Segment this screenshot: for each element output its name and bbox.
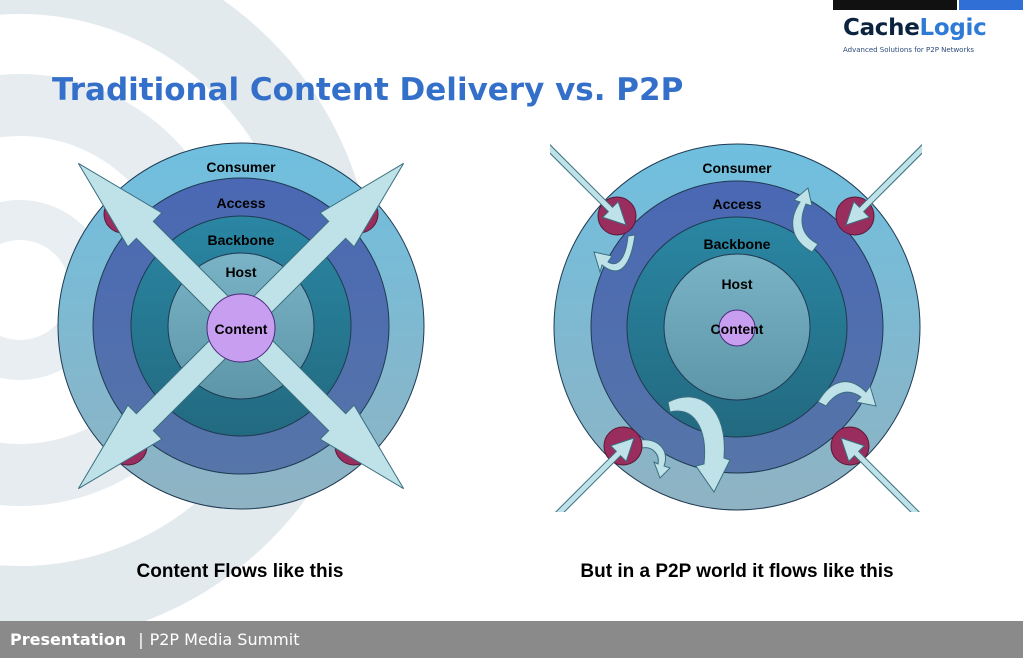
traditional-delivery-diagram: Consumer Access Backbone Host Content [57, 142, 425, 510]
thin-flow-arrow [845, 140, 922, 226]
footer-label: Presentation [10, 630, 127, 649]
label-consumer: Consumer [702, 160, 772, 176]
cachelogic-logo: CacheLogic [843, 15, 987, 41]
top-bar-blue [959, 0, 1023, 10]
slide-title: Traditional Content Delivery vs. P2P [52, 72, 684, 108]
label-consumer: Consumer [206, 159, 276, 175]
curved-flow-arrow [639, 439, 671, 479]
curved-flow-arrow [667, 396, 731, 493]
footer-event: P2P Media Summit [149, 630, 300, 649]
footer-bar: Presentation | P2P Media Summit [0, 621, 1023, 658]
content-node [206, 293, 276, 363]
footer-separator: | [138, 630, 144, 649]
label-content: Content [711, 321, 764, 337]
label-access: Access [216, 195, 265, 211]
label-access: Access [712, 196, 761, 212]
label-host: Host [721, 276, 752, 292]
curved-flow-arrow [817, 381, 877, 407]
thin-flow-arrow [840, 437, 922, 512]
logo-text-cache: Cache [843, 15, 920, 41]
curved-flow-arrow [593, 234, 636, 274]
p2p-delivery-diagram: Consumer Access Backbone Host Content [550, 140, 922, 512]
label-host: Host [225, 264, 256, 280]
label-content: Content [215, 321, 268, 337]
curved-flow-arrow [792, 187, 819, 253]
caption-p2p: But in a P2P world it flows like this [580, 561, 894, 582]
logo-text-logic: Logic [919, 15, 987, 41]
caption-traditional: Content Flows like this [136, 561, 344, 582]
label-backbone: Backbone [208, 232, 275, 248]
thin-flow-arrow [550, 437, 635, 512]
top-bar-black [833, 0, 957, 10]
thin-flow-arrow [550, 140, 627, 226]
label-backbone: Backbone [704, 236, 771, 252]
content-node [718, 309, 756, 347]
logo-tagline: Advanced Solutions for P2P Networks [843, 46, 975, 54]
